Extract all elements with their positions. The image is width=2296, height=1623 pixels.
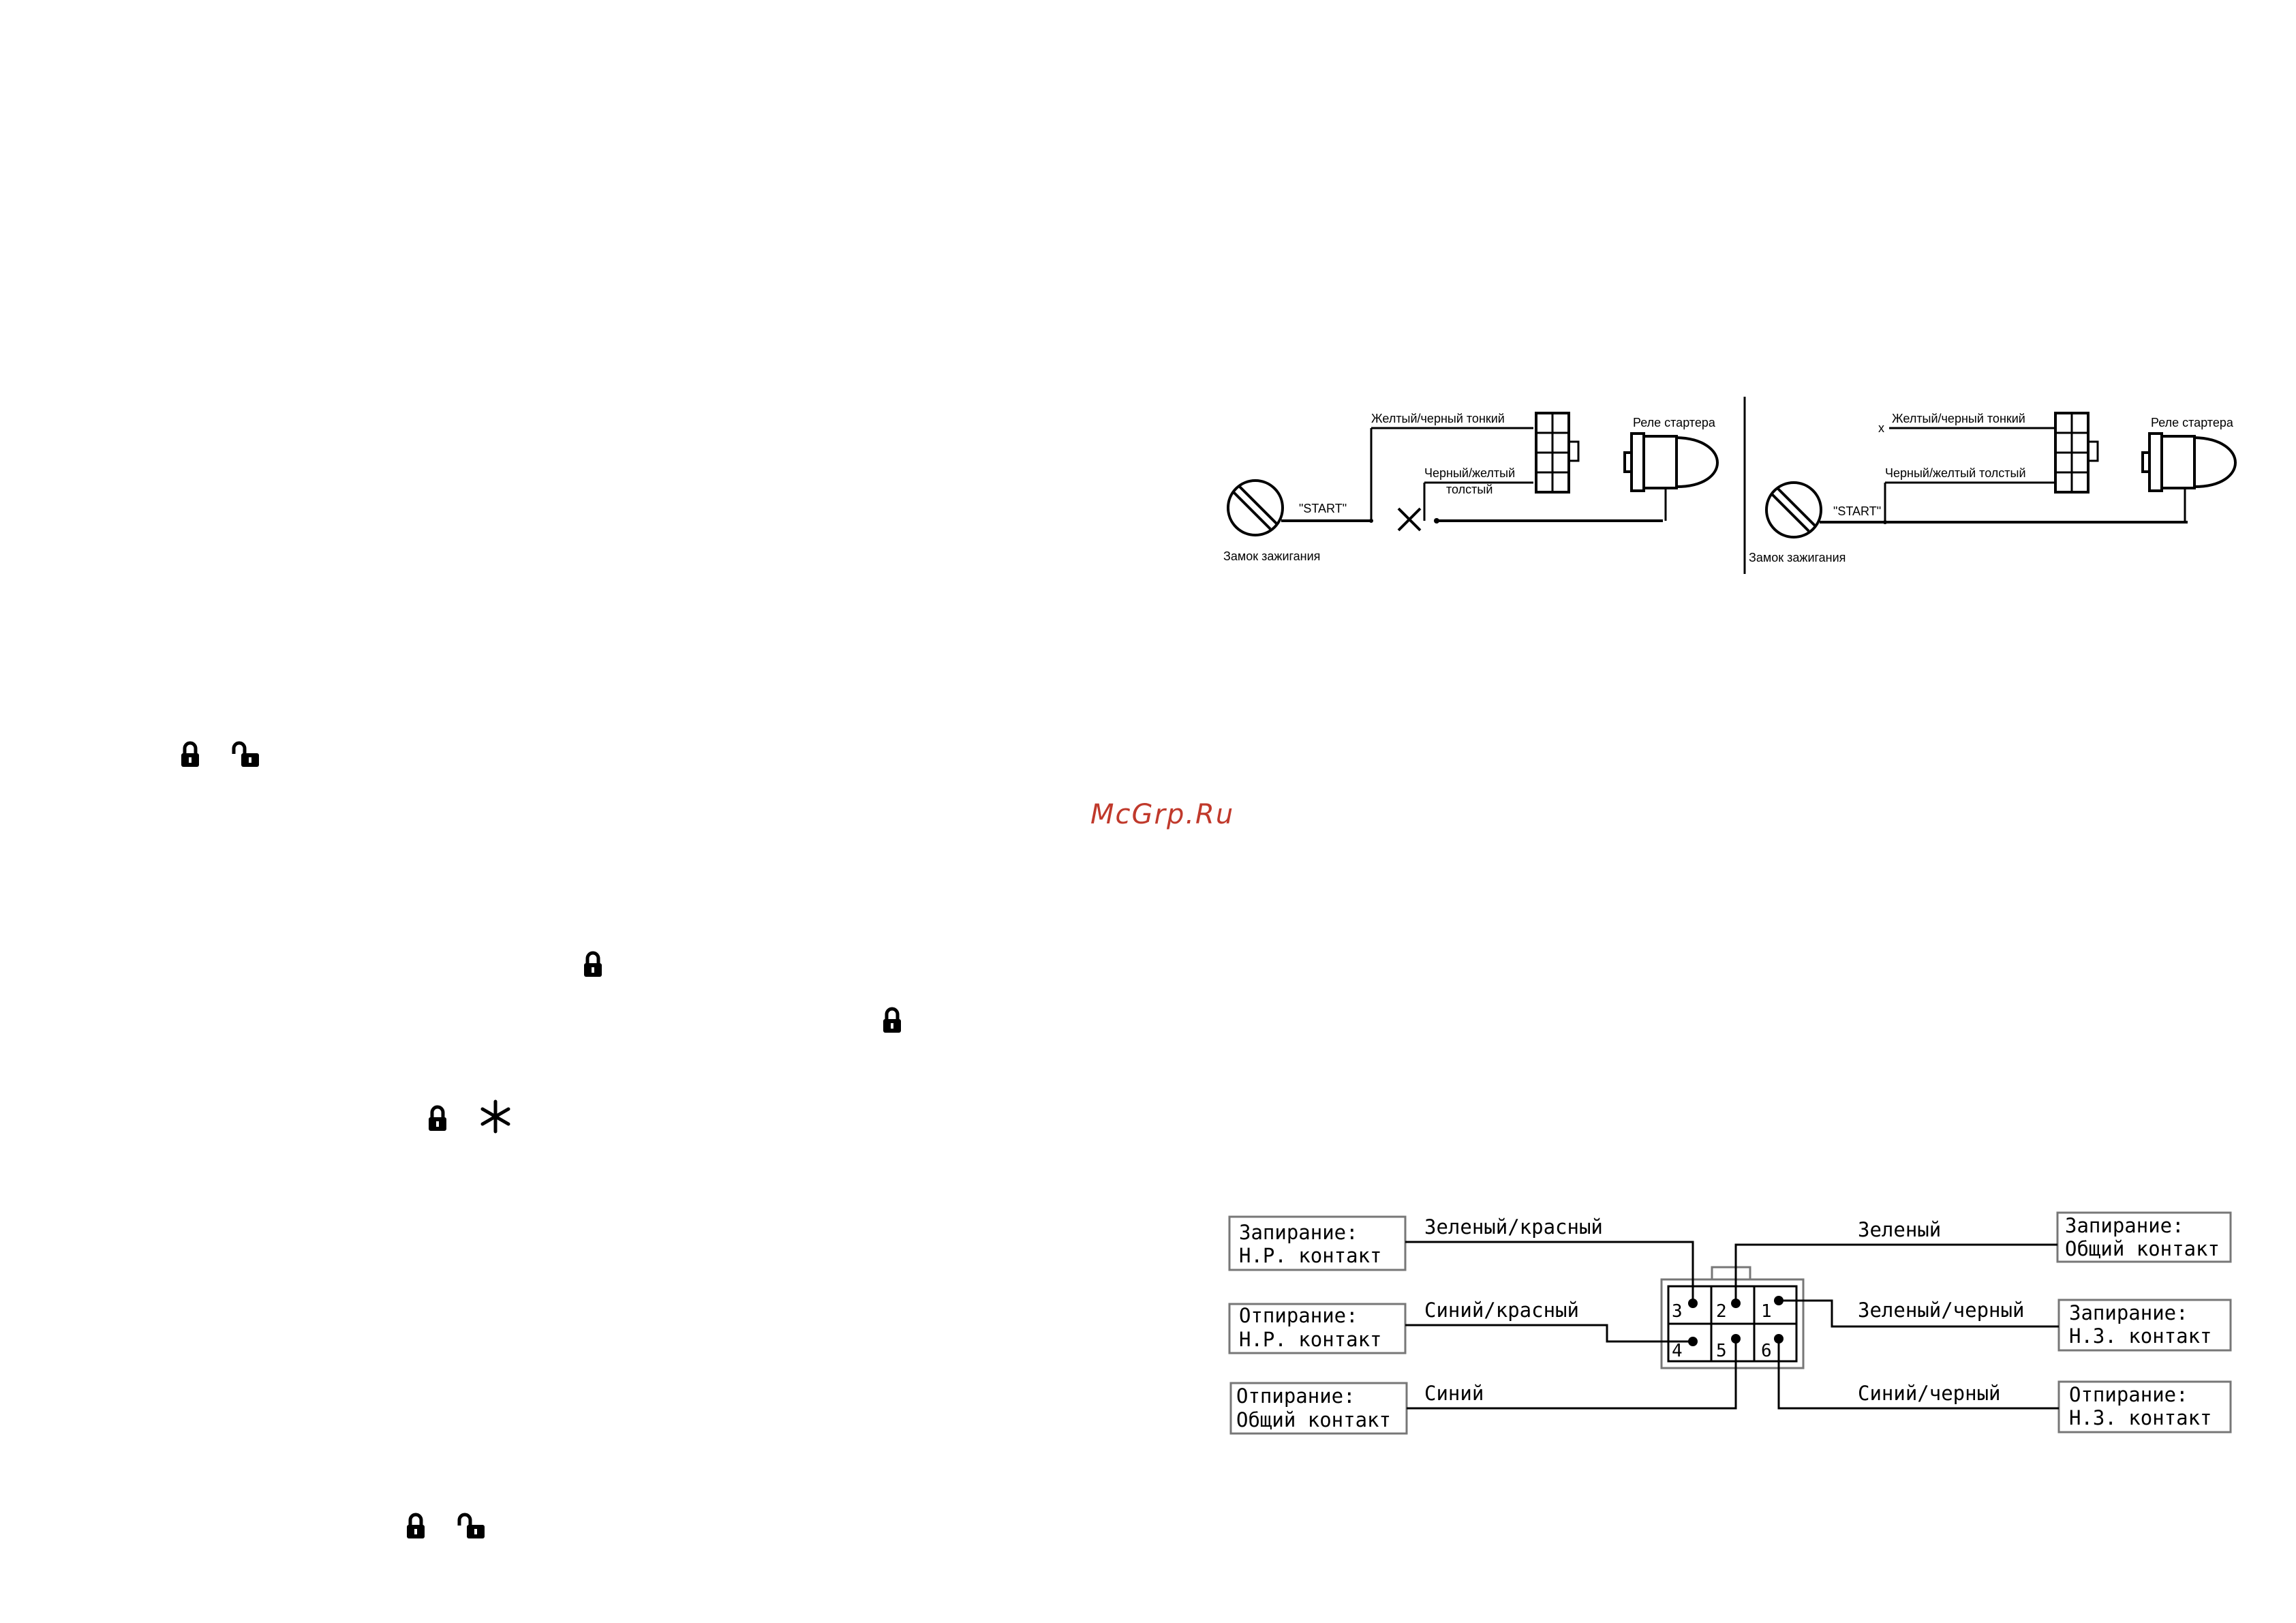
box-title: Отпирание: — [2069, 1383, 2188, 1406]
wire-thin-label: Желтый/черный тонкий — [1371, 412, 1505, 425]
box-unlock-no — [1228, 1303, 1407, 1354]
box-sub: Н.Р. контакт — [1239, 1328, 1382, 1351]
connector-icon — [2054, 412, 2099, 494]
ignition-switch-icon — [1765, 481, 1822, 539]
start-label: "START" — [1299, 502, 1347, 515]
wire-label: Зеленый — [1858, 1218, 1941, 1241]
lock-closed-icon — [584, 953, 602, 977]
wire-label: Синий/красный — [1424, 1299, 1579, 1322]
relay-label: Реле стартера — [1633, 416, 1716, 429]
box-title: Отпирание: — [1236, 1384, 1356, 1408]
relay-label: Реле стартера — [2151, 416, 2234, 429]
pin-label: 5 — [1716, 1341, 1727, 1361]
lock-open-icon — [234, 743, 259, 767]
lock-wiring-diagram: Запирание: Н.Р. контакт Отпирание: Н.Р. … — [1228, 1211, 2232, 1435]
ignition-label: Замок зажигания — [1223, 549, 1320, 563]
connector-6pin — [1660, 1266, 1805, 1369]
cut-mark: x — [1878, 421, 1884, 435]
lock-closed-icon — [407, 1515, 425, 1538]
starter-diagram-left: Замок зажигания "START" Желтый/черный то… — [1223, 412, 1719, 563]
wire-label: Синий/черный — [1858, 1382, 2001, 1405]
pin-label: 2 — [1716, 1301, 1727, 1322]
ignition-switch-icon — [1227, 479, 1284, 536]
start-label: "START" — [1833, 504, 1881, 518]
box-title: Запирание: — [2069, 1301, 2188, 1324]
wire-blue-black — [1777, 1339, 2059, 1410]
box-sub: Н.З. контакт — [2069, 1324, 2212, 1348]
asterisk-icon — [480, 1099, 510, 1134]
pin-label: 3 — [1672, 1301, 1683, 1322]
lock-closed-icon — [429, 1107, 446, 1131]
pin-label: 4 — [1672, 1341, 1683, 1361]
starter-diagram-right: Замок зажигания "START" Черный/желтый то… — [1749, 412, 2237, 564]
wire-thick-label-1: Черный/желтый — [1424, 466, 1515, 480]
wire-blue-red — [1405, 1324, 1693, 1343]
lock-closed-icon — [181, 743, 199, 767]
wire-green-black — [1779, 1299, 2059, 1328]
cut-mark-icon — [1397, 507, 1422, 532]
lock-open-icon — [459, 1515, 485, 1538]
wire-thick-label: Черный/желтый толстый — [1885, 466, 2026, 480]
watermark: McGrp.Ru — [1090, 799, 1235, 830]
pin-label: 1 — [1761, 1301, 1772, 1322]
pin-label: 6 — [1761, 1341, 1772, 1361]
box-unlock-nc — [2057, 1380, 2232, 1434]
box-lock-nc — [2057, 1299, 2232, 1352]
starter-relay-icon — [2141, 432, 2237, 522]
box-title: Запирание: — [1239, 1221, 1358, 1244]
wire-label: Синий — [1424, 1382, 1484, 1405]
wire-thin-label: Желтый/черный тонкий — [1892, 412, 2025, 425]
wire-thick-label-2: толстый — [1446, 483, 1493, 496]
box-sub: Н.Р. контакт — [1239, 1244, 1382, 1267]
box-lock-common — [2056, 1211, 2232, 1263]
box-title: Отпирание: — [1239, 1304, 1358, 1327]
box-unlock-common — [1229, 1382, 1408, 1435]
box-title: Запирание: — [2065, 1214, 2184, 1237]
box-sub: Общий контакт — [1236, 1408, 1391, 1431]
wire-blue — [1407, 1339, 1737, 1410]
wire-label: Зеленый/красный — [1424, 1215, 1603, 1239]
connector-icon — [1535, 412, 1580, 494]
box-lock-no — [1228, 1215, 1407, 1271]
box-sub: Общий контакт — [2065, 1237, 2220, 1260]
wire-green-red — [1405, 1241, 1694, 1303]
ignition-label: Замок зажигания — [1749, 551, 1846, 564]
starter-relay-icon — [1623, 432, 1719, 521]
lock-closed-icon — [883, 1009, 901, 1033]
wire-green — [1734, 1243, 2057, 1303]
wire-label: Зеленый/черный — [1858, 1299, 2024, 1322]
box-sub: Н.З. контакт — [2069, 1406, 2212, 1429]
